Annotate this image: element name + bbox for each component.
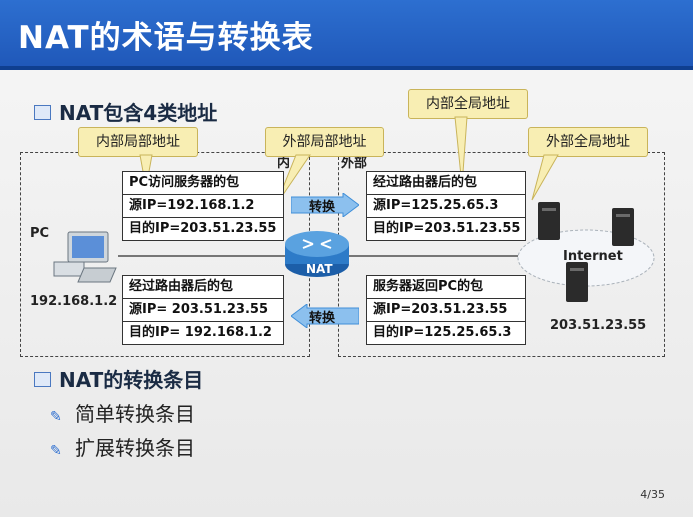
packet-router-in: 经过路由器后的包 源IP= 203.51.23.55 目的IP= 192.168… (122, 275, 284, 345)
packet-dst: 目的IP= 192.168.1.2 (129, 325, 272, 340)
internet-cloud-icon (517, 202, 655, 302)
packet-src: 源IP=192.168.1.2 (123, 195, 283, 218)
list-item: ✎ 简单转换条目 (50, 398, 195, 427)
callout-inside-global: 内部全局地址 (408, 89, 528, 119)
slide-title: NAT的术语与转换表 (18, 20, 314, 56)
edit-doc-icon (34, 372, 51, 387)
pencil-icon: ✎ (50, 443, 62, 459)
section1-heading-text: NAT包含4类地址 (59, 101, 218, 125)
pencil-icon: ✎ (50, 409, 62, 425)
section2-heading-text: NAT的转换条目 (59, 368, 204, 392)
pc-ip: 192.168.1.2 (30, 294, 118, 309)
outside-zone-label: 外部 (341, 156, 368, 171)
callout-outside-local: 外部局部地址 (265, 127, 384, 157)
packet-title: 经过路由器后的包 (367, 172, 525, 195)
title-bar: NAT的术语与转换表 (0, 0, 693, 70)
packet-src: 源IP= 203.51.23.55 (123, 299, 283, 322)
list-item-text: 简单转换条目 (75, 402, 195, 426)
convert-arrow-left: 转换 (290, 303, 360, 329)
arrow-left-icon (290, 303, 360, 329)
packet-server-back: 服务器返回PC的包 源IP=203.51.23.55 目的IP=125.25.6… (366, 275, 526, 345)
packet-dst: 目的IP=203.51.23.55 (373, 221, 521, 236)
packet-pc-out: PC访问服务器的包 源IP=192.168.1.2 目的IP=203.51.23… (122, 171, 284, 241)
router-icon (285, 231, 349, 277)
inside-zone-label: 内 (277, 156, 291, 171)
packet-dst: 目的IP=125.25.65.3 (373, 325, 512, 340)
page-number: 4/35 (640, 488, 665, 501)
pc-icon (53, 231, 117, 283)
callout-inside-local: 内部局部地址 (78, 127, 198, 157)
packet-src: 源IP=125.25.65.3 (367, 195, 525, 218)
convert-label: 转换 (309, 311, 336, 326)
list-item: ✎ 扩展转换条目 (50, 432, 195, 461)
internet-label: Internet (563, 249, 623, 264)
router-label: NAT (306, 262, 333, 276)
pc-label: PC (30, 226, 50, 241)
packet-dst: 目的IP=203.51.23.55 (129, 221, 277, 236)
section1-heading: NAT包含4类地址 (34, 97, 217, 126)
packet-title: 服务器返回PC的包 (367, 276, 525, 299)
edit-doc-icon (34, 105, 51, 120)
packet-title: 经过路由器后的包 (123, 276, 283, 299)
packet-title: PC访问服务器的包 (123, 172, 283, 195)
list-item-text: 扩展转换条目 (75, 436, 195, 460)
packet-router-out: 经过路由器后的包 源IP=125.25.65.3 目的IP=203.51.23.… (366, 171, 526, 241)
server-ip: 203.51.23.55 (550, 318, 647, 333)
packet-src: 源IP=203.51.23.55 (367, 299, 525, 322)
convert-arrow-right: 转换 (290, 192, 360, 218)
convert-label: 转换 (309, 200, 336, 215)
arrow-right-icon (290, 192, 360, 218)
callout-outside-global: 外部全局地址 (528, 127, 648, 157)
section2-heading: NAT的转换条目 (34, 364, 203, 393)
